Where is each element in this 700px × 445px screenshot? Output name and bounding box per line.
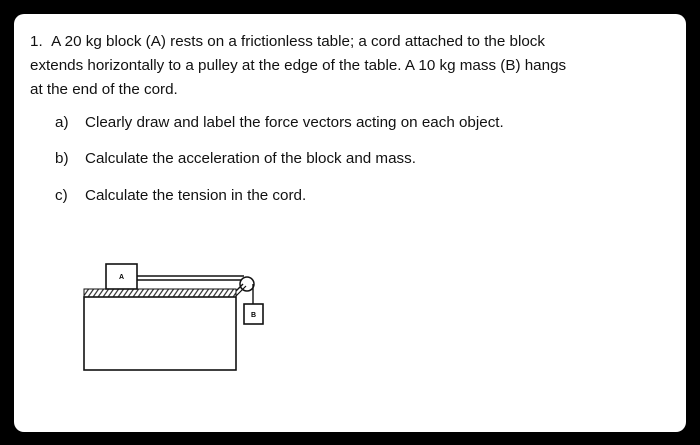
table-body <box>83 296 237 371</box>
part-b-text: Calculate the acceleration of the block … <box>85 150 416 167</box>
part-c-text: Calculate the tension in the cord. <box>85 187 307 204</box>
problem-line-1: A 20 kg block (A) rests on a frictionles… <box>51 33 545 50</box>
problem-line-3: at the end of the cord. <box>30 81 178 98</box>
pulley <box>239 276 255 292</box>
part-c-label: c) <box>55 187 68 204</box>
pulley-bracket <box>235 283 244 292</box>
problem-number: 1. <box>30 33 43 50</box>
part-c: c) Calculate the tension in the cord. <box>55 187 306 204</box>
part-b: b) Calculate the acceleration of the bloc… <box>55 150 416 167</box>
block-b-label: B <box>251 312 256 319</box>
problem-line-2: extends horizontally to a pulley at the … <box>30 57 567 74</box>
pulley-bracket-2 <box>235 285 247 297</box>
part-a: a) Clearly draw and label the force vecto… <box>55 114 504 131</box>
part-a-label: a) <box>55 114 69 131</box>
part-a-text: Clearly draw and label the force vectors… <box>85 114 504 131</box>
block-b <box>243 303 264 325</box>
table-top-hatch <box>83 288 237 298</box>
part-b-label: b) <box>55 150 69 167</box>
problem-statement: 1. A 20 kg block (A) rests on a friction… <box>30 30 670 102</box>
block-a-label: A <box>119 274 124 281</box>
